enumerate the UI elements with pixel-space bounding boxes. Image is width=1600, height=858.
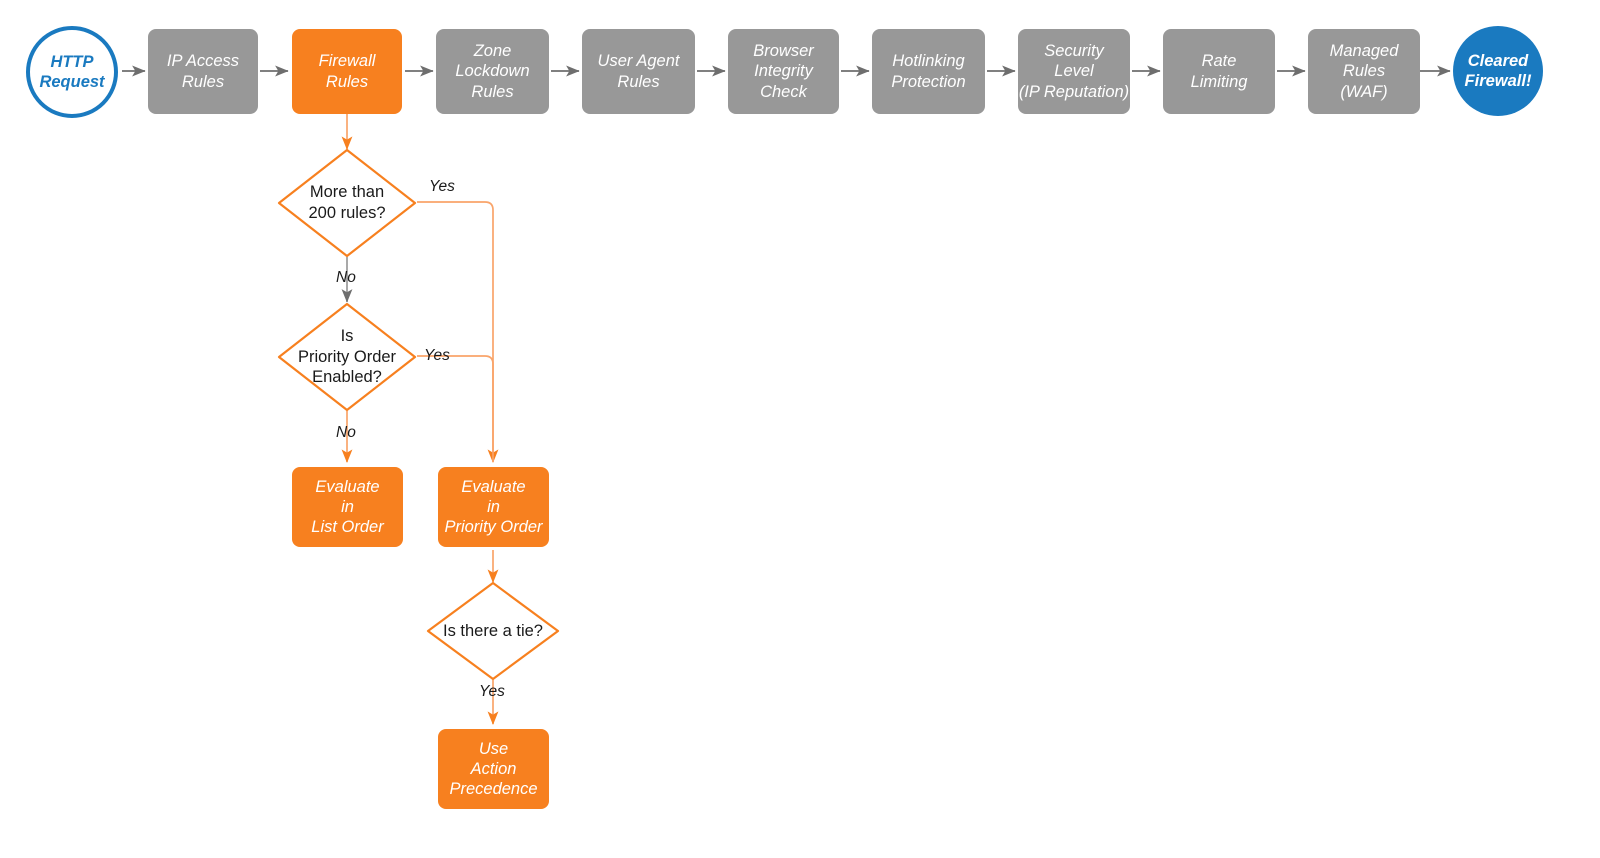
node-zone-lockdown-rules[interactable]: Zone Lockdown Rules [436, 29, 549, 114]
node-hotlinking-protection[interactable]: Hotlinking Protection [872, 29, 985, 114]
edge-label-priority-yes: Yes [424, 347, 450, 364]
node-evaluate-in-list-order[interactable]: Evaluate in List Order [292, 467, 403, 547]
node-firewall-rules[interactable]: Firewall Rules [292, 29, 402, 114]
node-http-request[interactable]: HTTP Request [26, 26, 118, 118]
node-security-level[interactable]: Security Level (IP Reputation) [1018, 29, 1130, 114]
decision-is-there-a-tie[interactable]: Is there a tie? [426, 581, 560, 681]
edge-label-priority-no: No [336, 424, 356, 441]
node-browser-integrity-check[interactable]: Browser Integrity Check [728, 29, 839, 114]
edge-decision2-yes-to-priority-order [417, 355, 494, 462]
decision-more-than-200-rules[interactable]: More than 200 rules? [277, 148, 417, 258]
edge-label-tie-yes: Yes [479, 683, 505, 700]
edge-decision1-yes-to-priority-order [417, 201, 499, 464]
node-use-action-precedence[interactable]: Use Action Precedence [438, 729, 549, 809]
diamond-shape-more-than-200-rules [277, 148, 417, 258]
edge-label-more-rules-no: No [336, 269, 356, 286]
decision-label-is-priority-order-enabled: Is Priority Order Enabled? [297, 326, 397, 387]
node-rate-limiting[interactable]: Rate Limiting [1163, 29, 1275, 114]
node-user-agent-rules[interactable]: User Agent Rules [582, 29, 695, 114]
node-evaluate-in-priority-order[interactable]: Evaluate in Priority Order [438, 467, 549, 547]
diamond-shape-is-there-a-tie [426, 581, 560, 681]
decision-is-priority-order-enabled[interactable]: Is Priority Order Enabled? [277, 302, 417, 412]
edge-label-more-rules-yes: Yes [429, 178, 455, 195]
decision-label-is-there-a-tie: Is there a tie? [443, 621, 543, 640]
diamond-shape-is-priority-order-enabled [277, 302, 417, 412]
node-managed-rules-waf[interactable]: Managed Rules (WAF) [1308, 29, 1420, 114]
node-ip-access-rules[interactable]: IP Access Rules [148, 29, 258, 114]
node-cleared-firewall[interactable]: Cleared Firewall! [1453, 26, 1543, 116]
decision-label-more-than-200-rules: More than 200 rules? [308, 183, 386, 222]
